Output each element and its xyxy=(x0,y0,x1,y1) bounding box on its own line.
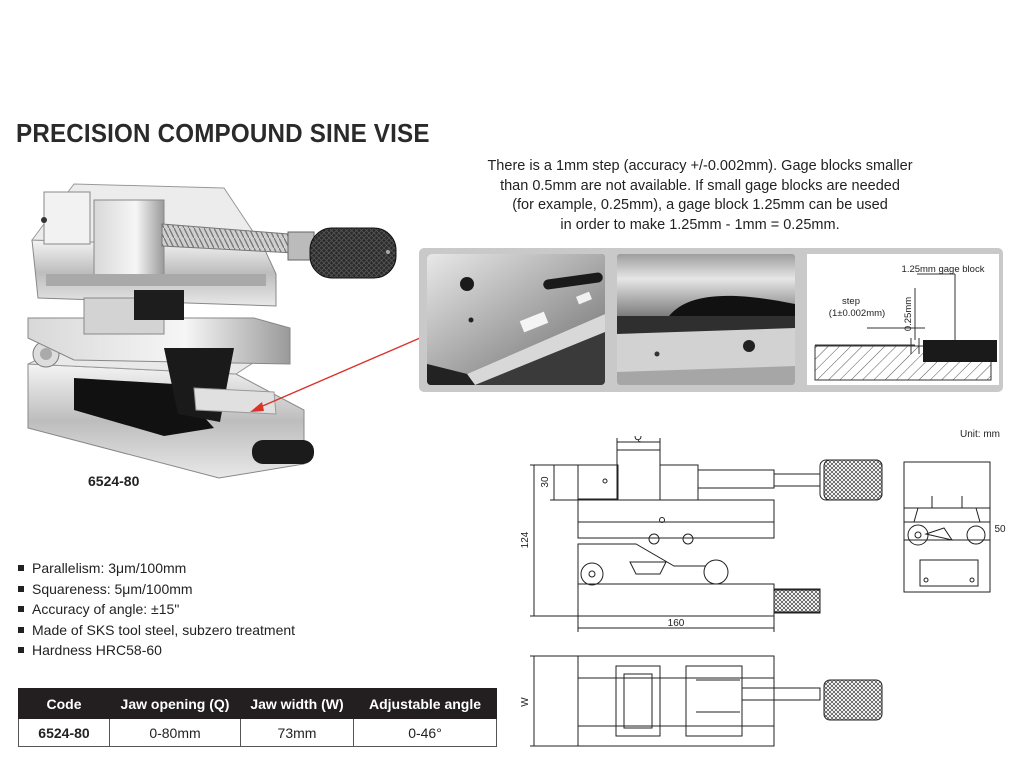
table-header-row: Code Jaw opening (Q) Jaw width (W) Adjus… xyxy=(18,688,497,719)
cell-code: 6524-80 xyxy=(18,718,110,747)
step-detail-diagram: 1.25mm gage block step (1±0.002mm) 0.25m… xyxy=(807,254,999,385)
gap-label: 0.25mm xyxy=(903,297,914,331)
header-jaw-opening: Jaw opening (Q) xyxy=(109,688,241,719)
note-line: than 0.5mm are not available. If small g… xyxy=(500,177,900,194)
cell-jaw-width: 73mm xyxy=(240,718,354,747)
spec-item: Squareness: 5μm/100mm xyxy=(18,579,295,600)
header-jaw-width: Jaw width (W) xyxy=(240,688,354,719)
spec-table: Code Jaw opening (Q) Jaw width (W) Adjus… xyxy=(18,688,497,747)
cell-adjustable-angle: 0-46° xyxy=(353,718,497,747)
step-tolerance-label: (1±0.002mm) xyxy=(829,308,885,319)
top-view-drawing: W xyxy=(520,655,883,747)
cell-jaw-opening: 0-80mm xyxy=(109,718,241,747)
detail-photo-1 xyxy=(427,254,605,385)
dim-30: 30 xyxy=(540,476,551,488)
model-label: 6524-80 xyxy=(88,473,140,489)
gage-note: There is a 1mm step (accuracy +/-0.002mm… xyxy=(440,157,960,235)
dim-50: 50 xyxy=(994,524,1006,535)
spec-list: Parallelism: 3μm/100mm Squareness: 5μm/1… xyxy=(18,558,295,661)
page-title: PRECISION COMPOUND SINE VISE xyxy=(16,118,430,148)
dim-160: 160 xyxy=(668,618,685,629)
spec-item: Accuracy of angle: ±15" xyxy=(18,599,295,620)
unit-label: Unit: mm xyxy=(960,429,1000,440)
spec-item: Made of SKS tool steel, subzero treatmen… xyxy=(18,620,295,641)
vise-product-image xyxy=(27,183,397,479)
front-view-drawing: Q 30 124 160 xyxy=(520,436,883,632)
spec-item: Parallelism: 3μm/100mm xyxy=(18,558,295,579)
note-line: in order to make 1.25mm - 1mm = 0.25mm. xyxy=(560,216,840,233)
table-row: 6524-80 0-80mm 73mm 0-46° xyxy=(18,718,497,747)
dim-q: Q xyxy=(634,436,642,443)
side-view-drawing: 50 xyxy=(903,461,1006,593)
dim-124: 124 xyxy=(520,531,531,548)
header-code: Code xyxy=(18,688,110,719)
dim-w: W xyxy=(520,697,531,707)
detail-photo-2 xyxy=(617,254,795,385)
gage-block-label: 1.25mm gage block xyxy=(902,264,985,275)
header-adjustable-angle: Adjustable angle xyxy=(353,688,497,719)
note-line: (for example, 0.25mm), a gage block 1.25… xyxy=(512,197,888,213)
note-line: There is a 1mm step (accuracy +/-0.002mm… xyxy=(487,158,913,174)
spec-item: Hardness HRC58-60 xyxy=(18,640,295,661)
pointer-arrow xyxy=(250,337,421,412)
step-label: step xyxy=(842,296,860,307)
